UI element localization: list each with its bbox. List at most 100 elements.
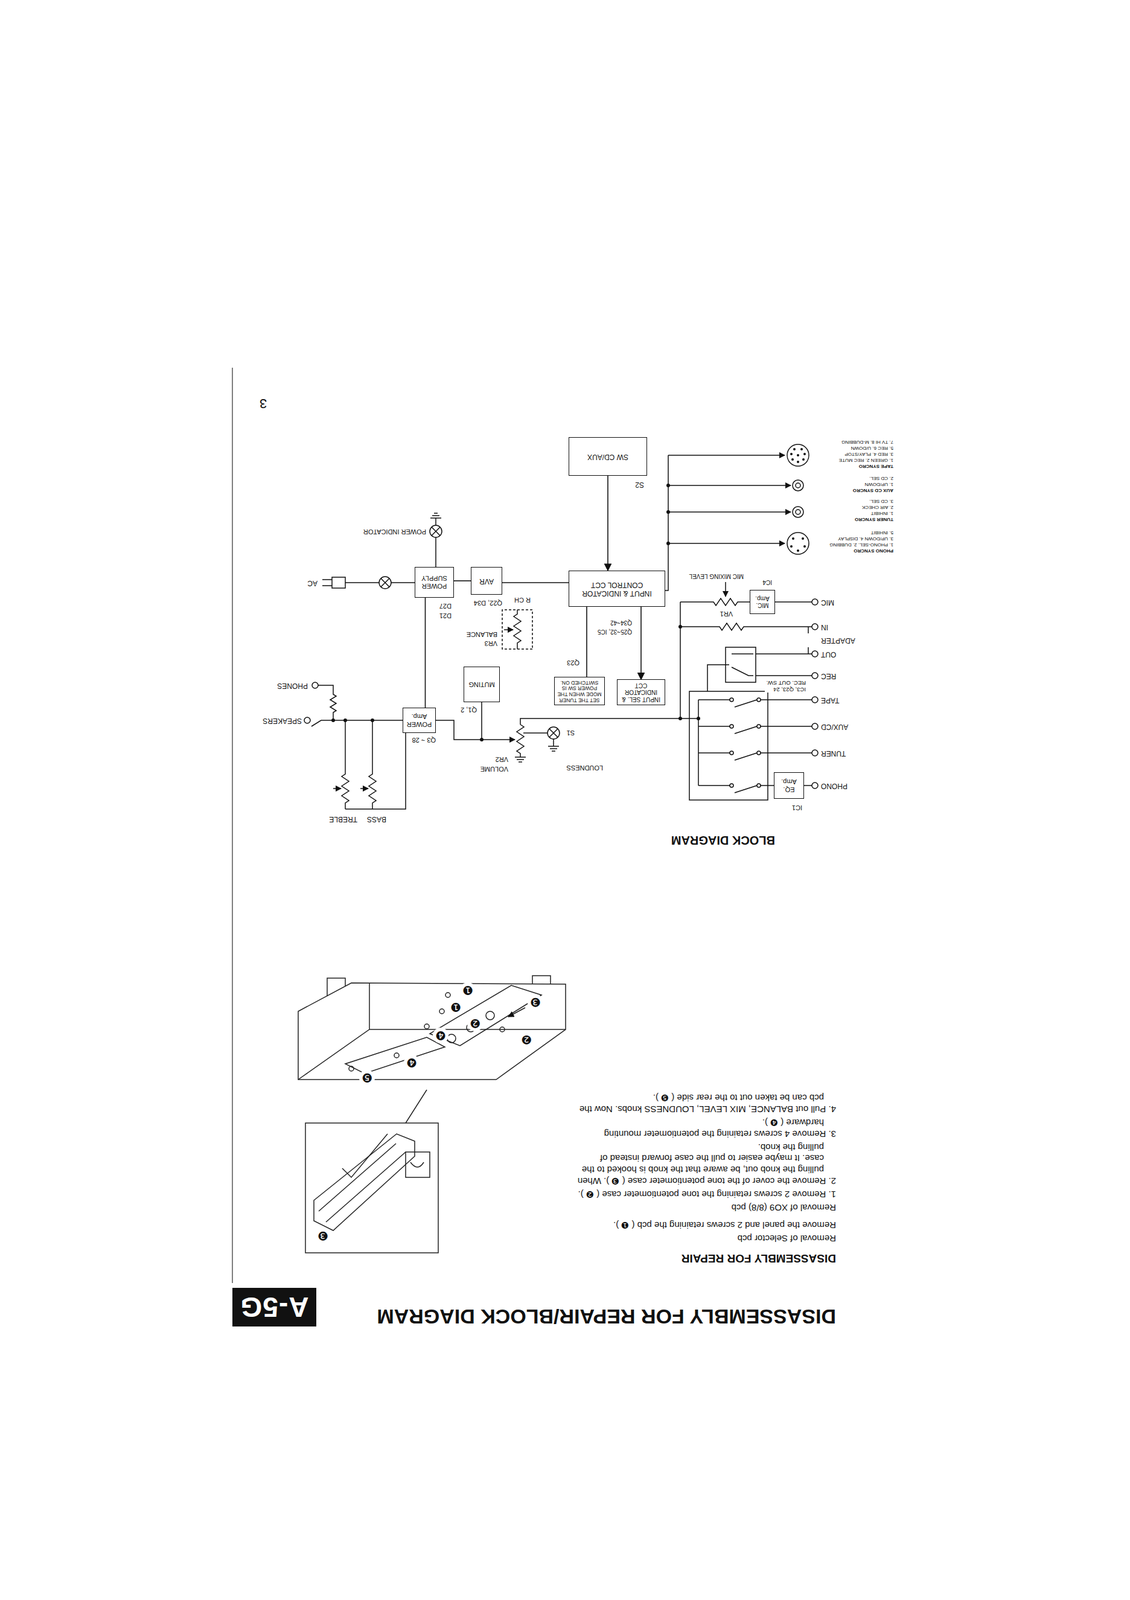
circuit-wire [680, 622, 812, 631]
circuit-wire [502, 609, 533, 649]
terminal-label: TUNER [820, 748, 871, 758]
part-label: Q34~42 [610, 618, 633, 627]
circuit-wire [689, 691, 768, 800]
junction-dot [791, 458, 794, 461]
instruction-text: Remove the panel and 2 screws retaining … [576, 1218, 837, 1231]
block-box: AVR [470, 566, 503, 595]
terminal-label: AC [307, 578, 318, 588]
terminal-label: PHONO [820, 781, 871, 791]
block-label: SET THE TUNER MODE WHEN THE POWER SW IS … [556, 679, 603, 703]
subheading: Removal of XO9 (8/8) pcb [576, 1201, 837, 1213]
junction-dot [331, 447, 806, 742]
block-label: POWER Amp. [405, 712, 434, 728]
exploded-view [313, 1133, 415, 1231]
connector-label: AUX CD SYNCRO [852, 487, 894, 494]
circuit-wire [435, 700, 506, 740]
junction-dot [678, 624, 683, 629]
circuit-wire [795, 482, 801, 488]
signal-connector [607, 475, 609, 571]
block-box: SET THE TUNER MODE WHEN THE POWER SW IS … [554, 676, 605, 706]
circuit-wire [514, 756, 526, 762]
circuit-wire [505, 738, 515, 741]
circuit-wire [668, 511, 791, 513]
circuit-wire [787, 532, 809, 555]
exploded-view [342, 1133, 388, 1178]
junction-dot [479, 737, 484, 742]
circuit-wire [679, 601, 681, 719]
junction-dot [696, 716, 701, 721]
terminal-symbol [304, 717, 311, 724]
terminal-label: SPEAKERS [262, 715, 302, 725]
circuit-wire [318, 685, 337, 721]
subheading: Removal of Selector pcb [576, 1232, 837, 1244]
signal-connector [453, 580, 471, 582]
exploded-view [508, 1007, 526, 1017]
exploded-view [318, 1143, 406, 1222]
page-code: A-5G [232, 1287, 317, 1327]
junction-dot [802, 458, 805, 461]
junction-dot [803, 452, 806, 456]
control-label: MIC MIXING LEVEL [688, 572, 744, 581]
circuit-wire [311, 720, 403, 727]
block-label: INPUT SEL. & INDICATOR CCT [619, 682, 663, 704]
terminal-symbol [811, 598, 818, 605]
signal-connector [640, 606, 642, 680]
circuit-wire [698, 699, 757, 793]
circuit-wire [504, 628, 514, 631]
exploded-view [298, 982, 566, 1080]
junction-dot [666, 510, 671, 514]
pin-label: 1. PHONO-SEL. 2. DUBBING [829, 541, 894, 548]
exploded-view [305, 1122, 439, 1253]
terminal-label: MIC [820, 597, 871, 607]
instruction-step: 2. Remove the cover of the tone potentio… [576, 1140, 837, 1187]
circuit-wire [341, 720, 406, 809]
instruction-step: 1. Remove 2 screws retaining the tone po… [576, 1187, 837, 1200]
exploded-view [327, 975, 551, 996]
part-label: Q1, 2 [460, 705, 477, 714]
block-box: MUTING [463, 666, 500, 703]
callout-number: ❶ [459, 982, 476, 998]
exploded-view [439, 1008, 445, 1014]
circuit-wire [807, 626, 809, 654]
terminal-label: IN [820, 622, 871, 632]
pin-label: 7. TV HI 8. M-DUBBING [841, 438, 894, 445]
part-label: VR2 [495, 754, 509, 763]
circuit-wire [665, 455, 669, 591]
part-label: IC3, Q23, 24 REC. OUT SW. [764, 679, 806, 693]
exploded-view [298, 975, 566, 1253]
part-label: S1 [566, 727, 575, 737]
control-label: VOLUME [480, 764, 509, 773]
exploded-view [394, 1052, 400, 1058]
connector-label: TAPE SYNCRO [858, 462, 894, 470]
pin-label: 5. INHIBIT [871, 529, 894, 536]
callout-number: ❷ [518, 1031, 535, 1048]
terminal-symbol [811, 782, 818, 789]
terminal-symbol [811, 723, 818, 730]
pin-label: 2. CD SEL. [869, 475, 894, 482]
terminal-symbol [756, 750, 761, 755]
instruction-step: 3. Remove 4 screws retaining the potenti… [576, 1116, 837, 1140]
circuit-wire [680, 598, 812, 606]
circuit-wire [668, 484, 791, 486]
junction-dot [370, 718, 375, 722]
block-box: EQ. Amp. [773, 772, 805, 799]
circuit-wire [792, 479, 804, 491]
block-label: MUTING [468, 680, 495, 689]
connector-label: TUNER SYNCRO [854, 516, 894, 523]
junction-dot [678, 716, 683, 721]
control-label: TREBLE [328, 814, 358, 824]
block-label: INPUT & INDICATOR CONTROL CCT [571, 580, 663, 597]
callout-number: ❶ [447, 999, 464, 1015]
circuit-wire [724, 581, 727, 597]
block-box: MIC. Amp. [749, 589, 776, 614]
pin-label: 1. UP/DOWN [864, 481, 894, 488]
pin-label: 5. REC 6. U/DOWN [851, 444, 894, 451]
page-title: DISASSEMBLY FOR REPAIR/BLOCK DIAGRAM [376, 1303, 837, 1330]
terminal-label: PHONES [277, 680, 308, 690]
circuit-wire [668, 454, 785, 456]
junction-dot [793, 447, 796, 451]
part-label: Q3 ~ 28 [412, 735, 436, 744]
circuit-wire [430, 513, 442, 574]
instruction-step: 4. Pull out BALANCE, MIX LEVEL, LOUDNESS… [576, 1091, 837, 1115]
